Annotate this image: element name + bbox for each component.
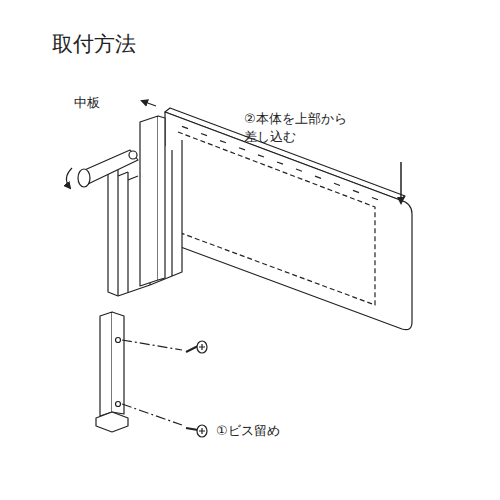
center-line <box>122 340 182 350</box>
title: 取付方法 <box>52 30 136 58</box>
middle-plate <box>140 116 158 286</box>
center-line <box>122 404 182 425</box>
screw <box>186 425 207 437</box>
insert-outline <box>178 132 375 305</box>
step-note: ①ビス留め <box>216 422 280 440</box>
direction-arrow <box>142 101 156 106</box>
rotate-arrow <box>66 168 72 188</box>
part-name: 中板 <box>74 94 100 112</box>
step-note: ②本体を上部から 差し込む <box>244 110 356 145</box>
mount-bracket <box>100 312 112 416</box>
screw <box>186 341 207 353</box>
insert-arrow <box>400 162 402 203</box>
sign-panel <box>165 112 412 330</box>
